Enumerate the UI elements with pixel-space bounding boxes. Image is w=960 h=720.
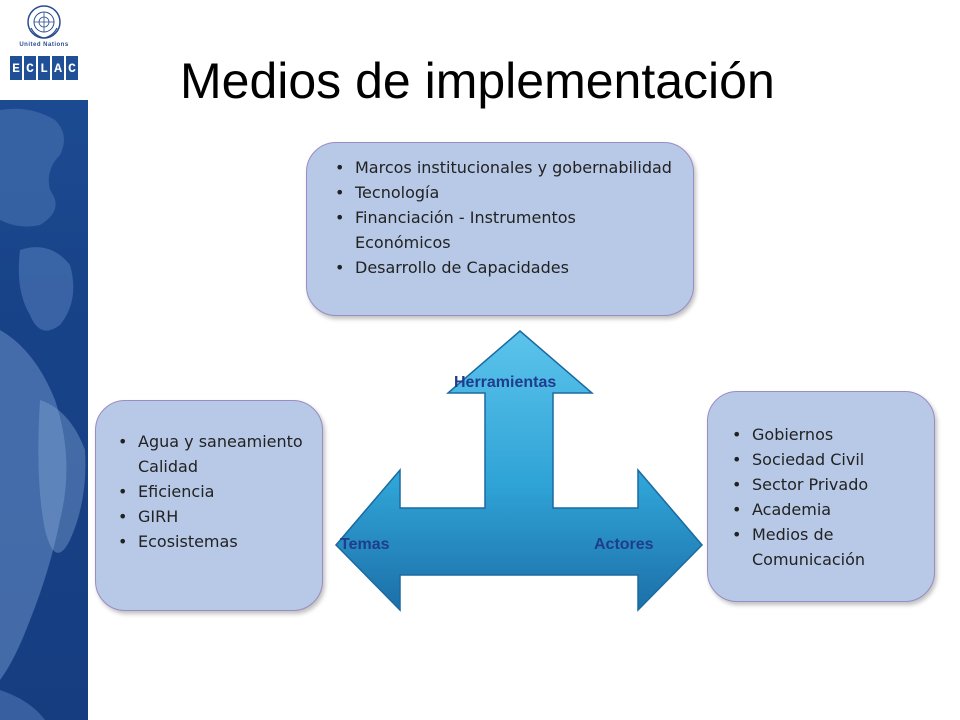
eclac-letter: C <box>66 56 78 80</box>
un-emblem-icon <box>27 5 61 39</box>
list-item: Financiación - Instrumentos Económicos <box>329 205 673 255</box>
eclac-letter: L <box>38 56 50 80</box>
eclac-letter: A <box>52 56 64 80</box>
list-item: GIRH <box>112 504 308 529</box>
sidebar: United Nations E C L A C <box>0 0 88 720</box>
list-item: Ecosistemas <box>112 529 308 554</box>
list-item: Eficiencia <box>112 479 308 504</box>
list-item: Sociedad Civil <box>726 447 920 472</box>
eclac-letter: C <box>24 56 36 80</box>
list-item: Desarrollo de Capacidades <box>329 255 673 280</box>
eclac-logo: E C L A C <box>10 56 78 80</box>
temas-label: Temas <box>340 536 390 553</box>
slide-title: Medios de implementación <box>180 53 775 109</box>
americas-map-decoration <box>0 108 86 720</box>
list-item: Medios de Comunicación <box>726 522 920 572</box>
list-item: Gobiernos <box>726 422 920 447</box>
logo-block: United Nations E C L A C <box>0 0 88 100</box>
three-way-arrow <box>334 330 704 612</box>
list-item: Tecnología <box>329 180 673 205</box>
temas-box: Agua y saneamiento Calidad Eficiencia GI… <box>95 400 323 611</box>
herramientas-label: Herramientas <box>454 374 557 391</box>
list-item: Agua y saneamiento Calidad <box>112 429 308 479</box>
temas-list: Agua y saneamiento Calidad Eficiencia GI… <box>112 429 308 554</box>
list-item: Sector Privado <box>726 472 920 497</box>
herramientas-list: Marcos institucionales y gobernabilidad … <box>329 155 673 280</box>
actores-list: Gobiernos Sociedad Civil Sector Privado … <box>726 422 920 572</box>
actores-label: Actores <box>594 536 654 553</box>
arrow-shape <box>334 330 704 612</box>
org-name: United Nations <box>19 42 69 48</box>
list-item: Marcos institucionales y gobernabilidad <box>329 155 673 180</box>
actores-box: Gobiernos Sociedad Civil Sector Privado … <box>707 391 935 602</box>
list-item: Academia <box>726 497 920 522</box>
herramientas-box: Marcos institucionales y gobernabilidad … <box>306 142 694 316</box>
eclac-letter: E <box>10 56 22 80</box>
